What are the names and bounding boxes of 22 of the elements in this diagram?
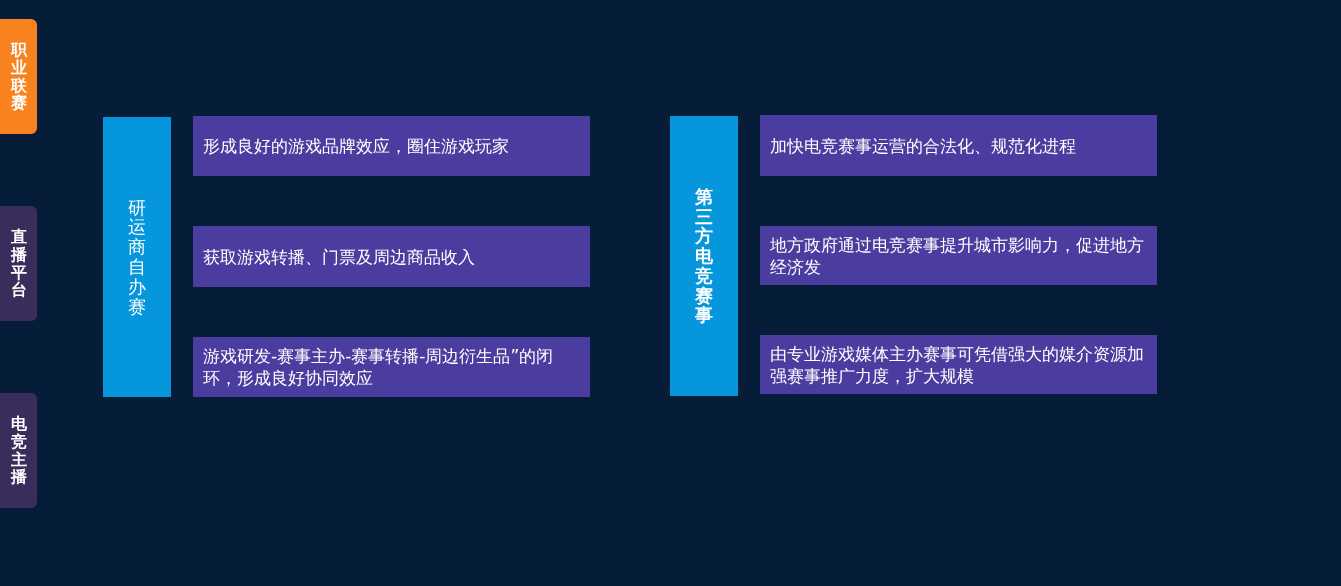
category-label: 第三方电竞赛事 [695,186,713,326]
box-text: 由专业游戏媒体主办赛事可凭借强大的媒介资源加强赛事推广力度，扩大规模 [770,342,1145,387]
box-text: 游戏研发-赛事主办-赛事转播-周边衍生品”的闭环，形成良好协同效应 [203,345,555,389]
box-text: 形成良好的游戏品牌效应，圈住游戏玩家 [203,135,509,157]
box-text: 加快电竞赛事运营的合法化、规范化进程 [770,134,1076,157]
text-box [760,115,1157,176]
text-box [193,226,590,287]
text-box [760,226,1157,285]
category-label: 研运商自办赛 [128,197,146,317]
box-text: 获取游戏转播、门票及周边商品收入 [203,245,475,268]
side-tab [0,19,37,134]
text-box [193,337,590,397]
side-tab [0,206,37,321]
side-tab [0,393,37,508]
tab-label: 职业联赛 [10,41,27,112]
box-text: 地方政府通过电竞赛事提升城市影响力，促进地方经济发 [770,233,1145,278]
tab-label: 电竞主播 [10,415,27,486]
text-box [193,116,590,176]
text-box [760,335,1157,394]
category-bar [670,116,738,396]
tab-label: 直播平台 [10,228,27,299]
category-bar [103,117,171,397]
